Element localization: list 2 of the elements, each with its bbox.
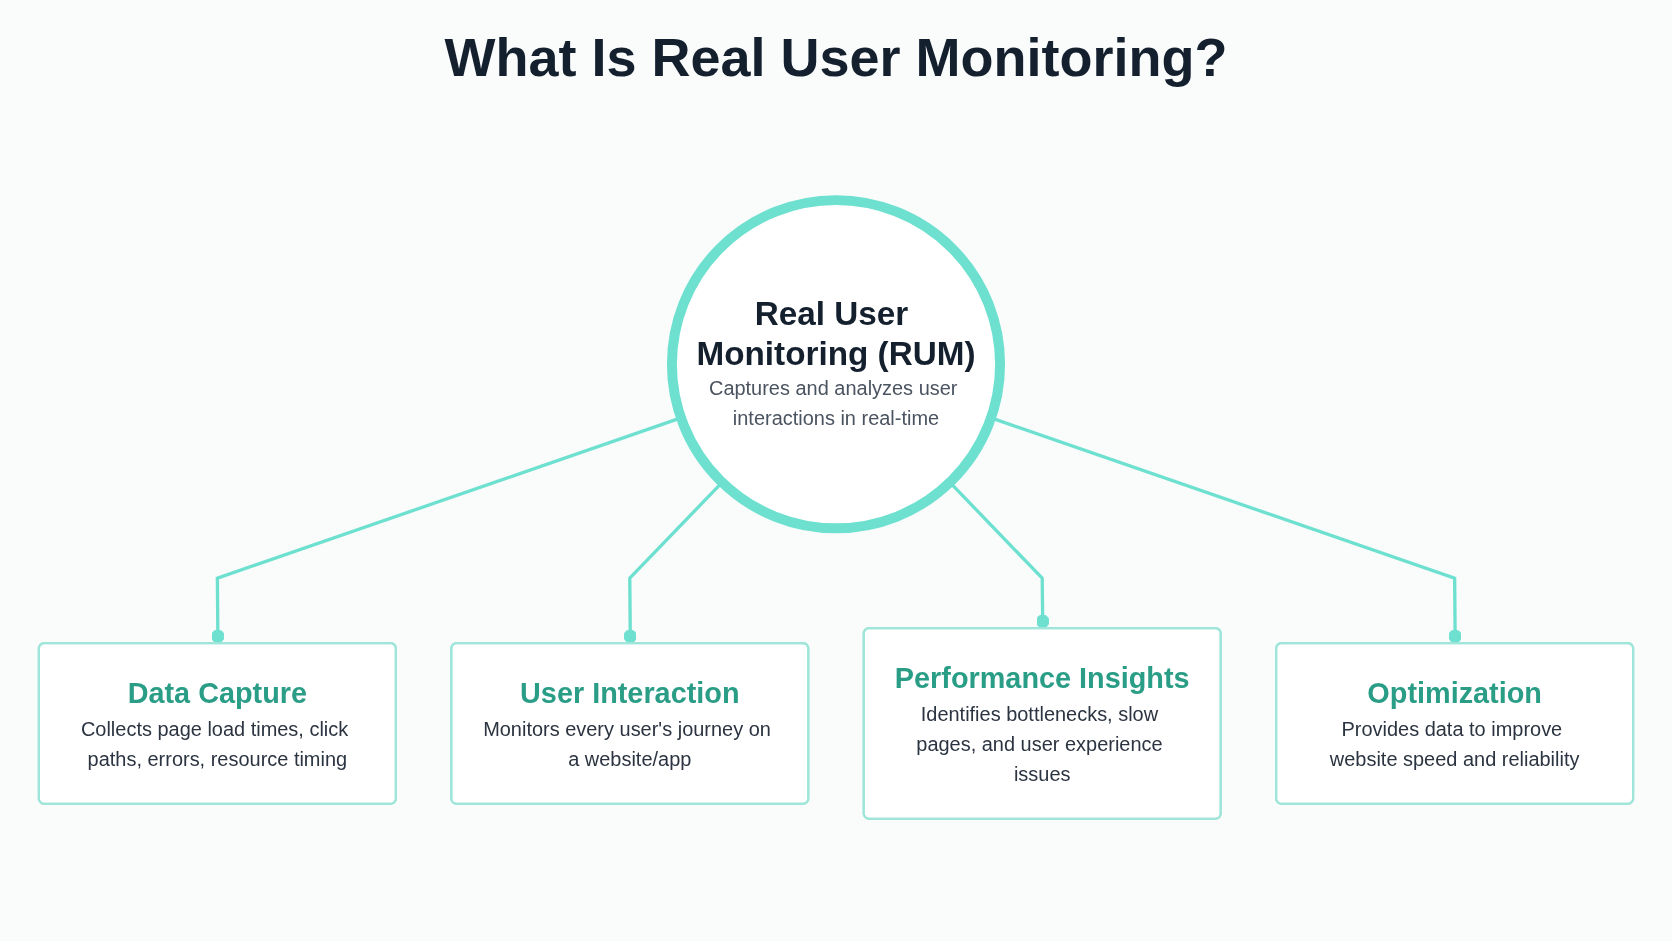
node-circle: Real User Monitoring (RUM) Captures and analyzes user interactions in real-time [666,195,1006,534]
title: What Is Real User Monitoring? [444,26,1228,89]
